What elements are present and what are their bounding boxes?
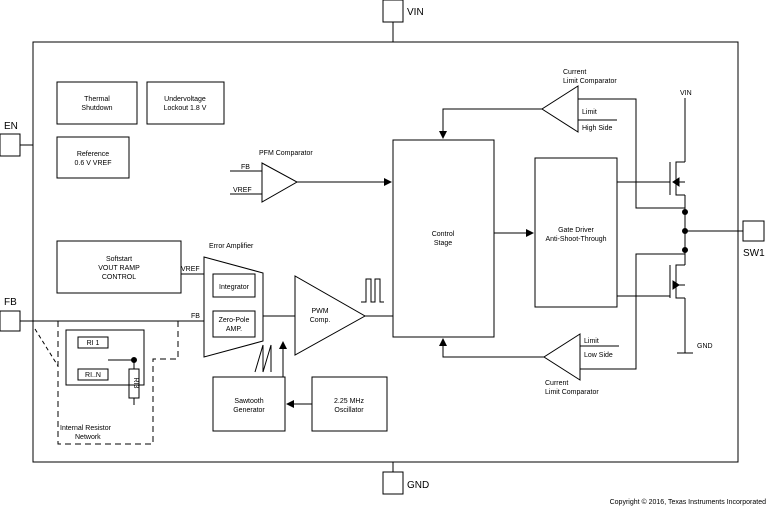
current-limit-top-label-2: Limit Comparator (563, 78, 617, 85)
reference-label-1: Reference (77, 151, 109, 158)
error-amplifier-label: Error Amplifier (209, 243, 254, 250)
copyright-text: Copyright © 2016, Texas Instruments Inco… (610, 498, 766, 506)
control-stage-block (392, 139, 495, 338)
pfm-fb-label: FB (241, 164, 250, 171)
thermal-shutdown-label-2: Shutdown (81, 105, 112, 112)
control-stage-label-2: Stage (434, 240, 452, 247)
limit-top-label: Limit (582, 109, 597, 116)
gnd-pin (382, 471, 404, 495)
sawtooth-generator-block (212, 376, 286, 432)
pfm-comparator (261, 162, 299, 203)
softstart-label-3: CONTROL (102, 274, 136, 281)
vin-pin-label: VIN (407, 7, 424, 18)
oscillator-label-2: Oscillator (334, 407, 364, 414)
r3-label: RI3 (132, 378, 139, 389)
current-limit-top-label-1: Current (563, 69, 586, 76)
chip-outline (32, 41, 739, 463)
internal-network-label-2: Network (75, 434, 101, 441)
sawtooth-label-2: Generator (233, 407, 265, 414)
softstart-label-2: VOUT RAMP (98, 265, 140, 272)
internal-resistor-network (57, 321, 179, 445)
vin-pin (382, 0, 404, 23)
pwm-comp-label-2: Comp. (310, 317, 331, 324)
resistor-ri1 (77, 336, 109, 349)
internal-network-label-1: Internal Resistor (60, 425, 112, 432)
low-side-label: Low Side (584, 352, 613, 359)
sw1-pin-label: SW1 (743, 248, 765, 259)
current-limit-bottom-label-1: Current (545, 380, 568, 387)
en-pin-label: EN (4, 121, 18, 132)
thermal-shutdown-block (56, 81, 138, 125)
softstart-block (56, 240, 182, 294)
fb-pin-label: FB (4, 297, 17, 308)
sw1-pin (742, 220, 765, 242)
pfm-vref-label: VREF (233, 187, 252, 194)
resistor-inner-box (65, 329, 145, 386)
vin-fet-label: VIN (680, 90, 692, 97)
sawtooth-waveform (254, 344, 272, 373)
undervoltage-label-2: Lockout 1.8 V (164, 105, 207, 112)
softstart-label-1: Softstart (106, 256, 132, 263)
en-pin (0, 133, 21, 157)
pwm-waveform (361, 278, 384, 303)
zero-pole-label-1: Zero-Pole (219, 317, 250, 324)
zero-pole-block (212, 310, 256, 338)
current-limit-bottom-label-2: Limit Comparator (545, 389, 599, 396)
high-side-label: High Side (582, 125, 612, 132)
undervoltage-label-1: Undervoltage (164, 96, 206, 103)
gate-driver-block (534, 157, 618, 308)
fb-pin (0, 310, 21, 332)
thermal-shutdown-label-1: Thermal (84, 96, 110, 103)
gate-driver-label-2: Anti-Shoot-Through (545, 236, 606, 243)
zero-pole-label-2: AMP. (226, 326, 242, 333)
integrator-block (212, 273, 256, 298)
ea-fb-label: FB (191, 313, 200, 320)
ea-vref-label: VREF (181, 266, 200, 273)
pwm-comp-label-1: PWM (311, 308, 328, 315)
gate-driver-label-1: Gate Driver (558, 227, 594, 234)
undervoltage-lockout-block (146, 81, 225, 125)
current-limit-comparator-top (541, 85, 579, 133)
current-limit-comparator-bottom (543, 333, 581, 381)
resistor-rin (77, 368, 109, 381)
r1-label: RI 1 (87, 340, 100, 347)
control-stage-label-1: Control (432, 231, 455, 238)
limit-bottom-label: Limit (584, 338, 599, 345)
error-amplifier (203, 256, 264, 358)
reference-label-2: 0.6 V VREF (75, 160, 112, 167)
pfm-comparator-label: PFM Comparator (259, 150, 313, 157)
sawtooth-label-1: Sawtooth (234, 398, 263, 405)
reference-block (56, 136, 130, 179)
rn-label: RI..N (85, 372, 101, 379)
gnd-pin-label: GND (407, 480, 429, 491)
integrator-label: Integrator (219, 284, 250, 291)
gnd-fet-label: GND (697, 343, 713, 350)
pwm-comparator (294, 275, 367, 356)
oscillator-label-1: 2.25 MHz (334, 398, 364, 405)
